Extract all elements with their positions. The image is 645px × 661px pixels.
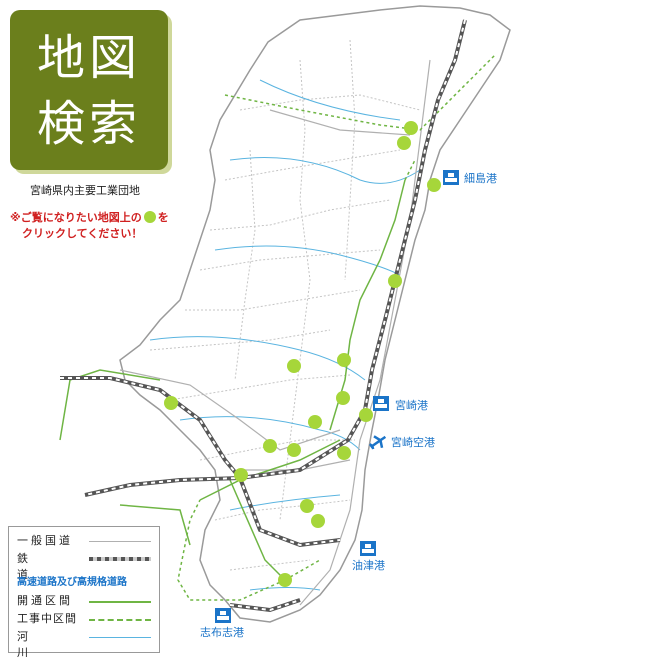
site-dot[interactable] bbox=[404, 121, 418, 135]
legend-open-section-line bbox=[89, 601, 151, 603]
instruction-part-1: ※ご覧になりたい地図上の bbox=[10, 211, 142, 224]
legend-construction-section: 工事中区間 bbox=[17, 611, 77, 627]
site-dot[interactable] bbox=[337, 353, 351, 367]
legend-construction-section-line bbox=[89, 619, 151, 621]
port-icon bbox=[443, 170, 459, 185]
legend-railway-label: 鉄道 bbox=[17, 552, 58, 581]
site-dot[interactable] bbox=[427, 178, 441, 192]
port-icon bbox=[373, 396, 389, 411]
title-line-2: 検索 bbox=[36, 96, 141, 152]
railway bbox=[60, 19, 467, 613]
site-dot[interactable] bbox=[308, 415, 322, 429]
site-dot[interactable] bbox=[359, 408, 373, 422]
legend-general-road-label: 一般国道 bbox=[17, 534, 73, 547]
legend-river-line bbox=[89, 637, 151, 638]
port-icon bbox=[215, 608, 231, 623]
legend-river: 河川 bbox=[17, 629, 77, 659]
legend-open-section-label: 開通区間 bbox=[17, 594, 73, 607]
instruction-part-2: を bbox=[157, 211, 169, 224]
legend-expressway-heading: 高速道路及び高規格道路 bbox=[17, 577, 127, 588]
port-label-shibushi: 志布志港 bbox=[200, 626, 244, 639]
instruction-text: ※ご覧になりたい地図上の を クリックしてください！ bbox=[10, 210, 220, 242]
site-dot[interactable] bbox=[278, 573, 292, 587]
port-icons bbox=[215, 170, 459, 623]
legend-river-label: 河川 bbox=[17, 630, 58, 659]
airplane-icon bbox=[368, 435, 387, 450]
legend-general-road-line bbox=[89, 541, 151, 542]
instruction-part-3: クリックしてください！ bbox=[22, 227, 143, 240]
legend-railway: 鉄道 bbox=[17, 551, 77, 581]
port-label-miyazaki: 宮崎港 bbox=[395, 398, 428, 412]
site-dot[interactable] bbox=[164, 396, 178, 410]
prefecture-outline bbox=[119, 5, 511, 623]
site-dot[interactable] bbox=[263, 439, 277, 453]
port-label-aburatsu: 油津港 bbox=[352, 558, 385, 572]
port-label-hososhima: 細島港 bbox=[464, 171, 497, 185]
port-icon bbox=[360, 541, 376, 556]
site-dot[interactable] bbox=[311, 514, 325, 528]
legend-general-road: 一般国道 bbox=[17, 533, 77, 549]
site-dot[interactable] bbox=[300, 499, 314, 513]
site-dot[interactable] bbox=[336, 391, 350, 405]
port-labels: 細島港 宮崎港 宮崎空港 油津港 志布志港 bbox=[200, 171, 497, 639]
port-label-miyazaki-airport: 宮崎空港 bbox=[391, 435, 435, 449]
legend: 一般国道 鉄道 高速道路及び高規格道路 開通区間 工事中区間 河川 bbox=[8, 526, 160, 659]
site-dot[interactable] bbox=[337, 446, 351, 460]
title-line-1: 地図 bbox=[36, 30, 141, 86]
site-dot[interactable] bbox=[388, 274, 402, 288]
site-dot[interactable] bbox=[234, 468, 248, 482]
site-dot[interactable] bbox=[287, 443, 301, 457]
site-dot[interactable] bbox=[397, 136, 411, 150]
legend-railway-line bbox=[89, 557, 151, 561]
site-dot[interactable] bbox=[287, 359, 301, 373]
legend-open-section: 開通区間 bbox=[17, 593, 77, 609]
legend-construction-section-label: 工事中区間 bbox=[17, 612, 77, 625]
title-box: 地図 検索 bbox=[10, 10, 168, 170]
site-dot-icon bbox=[143, 211, 156, 223]
industrial-sites bbox=[164, 121, 441, 587]
subtitle: 宮崎県内主要工業団地 bbox=[30, 184, 140, 197]
